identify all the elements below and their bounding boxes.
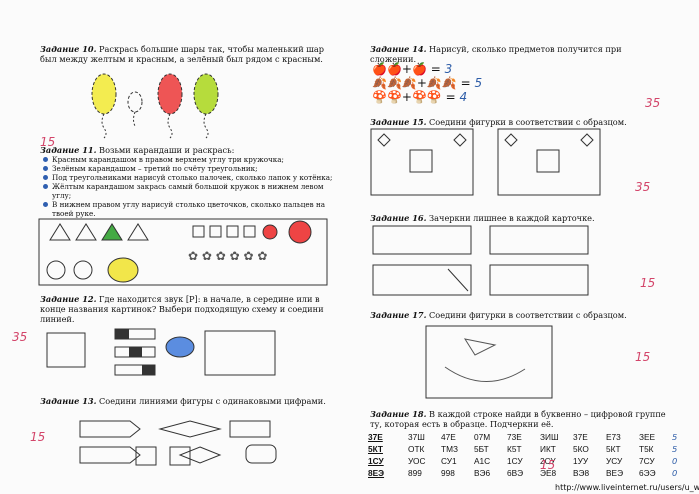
task15: Задание 15. Соедини фигурки в соответств… (370, 117, 670, 127)
task12: Задание 12. Где находится звук [Р]: в на… (40, 294, 340, 324)
task16-text: Зачеркни лишнее в каждой карточке. (429, 213, 595, 223)
task13: Задание 13. Соедини линиями фигуры с оди… (40, 396, 340, 406)
svg-text:✿ ✿ ✿ ✿ ✿ ✿: ✿ ✿ ✿ ✿ ✿ ✿ (188, 249, 267, 263)
task13-shapes (79, 420, 277, 466)
task17-number: Задание 17. (370, 310, 427, 320)
task18-number: Задание 18. (370, 409, 427, 419)
task14-sums: 🍎🍎+🍎 = 3 🍂🍂🍂+🍂🍂 = 5 🍄🍄+🍄🍄 = 4 (372, 62, 483, 104)
balloons (91, 73, 219, 139)
list-item: Зелёным карандашом – третий по счёту тре… (43, 164, 340, 173)
task10: Задание 10. Раскрась большие шары так, ч… (40, 44, 340, 64)
task16-number: Задание 16. (370, 213, 427, 223)
list-item: В нижнем правом углу нарисуй столько цве… (43, 200, 340, 218)
score-mark: 35 (12, 330, 28, 344)
task11-text: Возьми карандаши и раскрась: (99, 145, 235, 155)
sound-schemes (46, 328, 276, 376)
score-mark: 15 (640, 276, 656, 290)
task17-dots (425, 325, 553, 399)
task12-text: Где находится звук [Р]: в начале, в сере… (40, 294, 324, 324)
footer-url: http://www.liveinternet.ru/users/u_wei/ (555, 483, 699, 492)
score-mark: 15 (540, 458, 556, 472)
task11-number: Задание 11. (40, 145, 97, 155)
task14-number: Задание 14. (370, 44, 427, 54)
task13-text: Соедини линиями фигуры с одинаковыми циф… (99, 396, 326, 406)
answer-1: 3 (444, 62, 453, 76)
task11: Задание 11. Возьми карандаши и раскрась:… (40, 145, 340, 218)
task15-text: Соедини фигурки в соответствии с образцо… (429, 117, 627, 127)
task17: Задание 17. Соедини фигурки в соответств… (370, 310, 670, 320)
score-mark: 35 (635, 180, 651, 194)
list-item: Жёлтым карандашом закрась самый большой … (43, 182, 340, 200)
task15-cards (370, 128, 601, 196)
task12-number: Задание 12. (40, 294, 97, 304)
score-mark: 35 (645, 96, 661, 110)
task10-number: Задание 10. (40, 44, 97, 54)
score-mark: 15 (30, 430, 46, 444)
score-mark: 15 (635, 350, 651, 364)
task18: Задание 18. В каждой строке найди в букв… (370, 409, 670, 429)
list-item: Под треугольниками нарисуй столько палоч… (43, 173, 340, 182)
task10-text: Раскрась большие шары так, чтобы маленьк… (40, 44, 325, 64)
task13-number: Задание 13. (40, 396, 97, 406)
task16-cards (372, 225, 589, 296)
task15-number: Задание 15. (370, 117, 427, 127)
task14: Задание 14. Нарисуй, сколько предметов п… (370, 44, 670, 64)
task17-text: Соедини фигурки в соответствии с образцо… (429, 310, 627, 320)
task11-list: Красным карандашом в правом верхнем углу… (40, 155, 340, 218)
answer-2: 5 (474, 76, 483, 90)
answer-3: 4 (459, 90, 468, 104)
task16: Задание 16. Зачеркни лишнее в каждой кар… (370, 213, 670, 223)
task18-text: В каждой строке найди в буквенно – цифро… (370, 409, 666, 429)
task14-text: Нарисуй, сколько предметов получится при… (370, 44, 622, 64)
score-mark: 15 (40, 135, 56, 149)
shapes-card: ✿ ✿ ✿ ✿ ✿ ✿ (38, 218, 328, 286)
list-item: Красным карандашом в правом верхнем углу… (43, 155, 340, 164)
